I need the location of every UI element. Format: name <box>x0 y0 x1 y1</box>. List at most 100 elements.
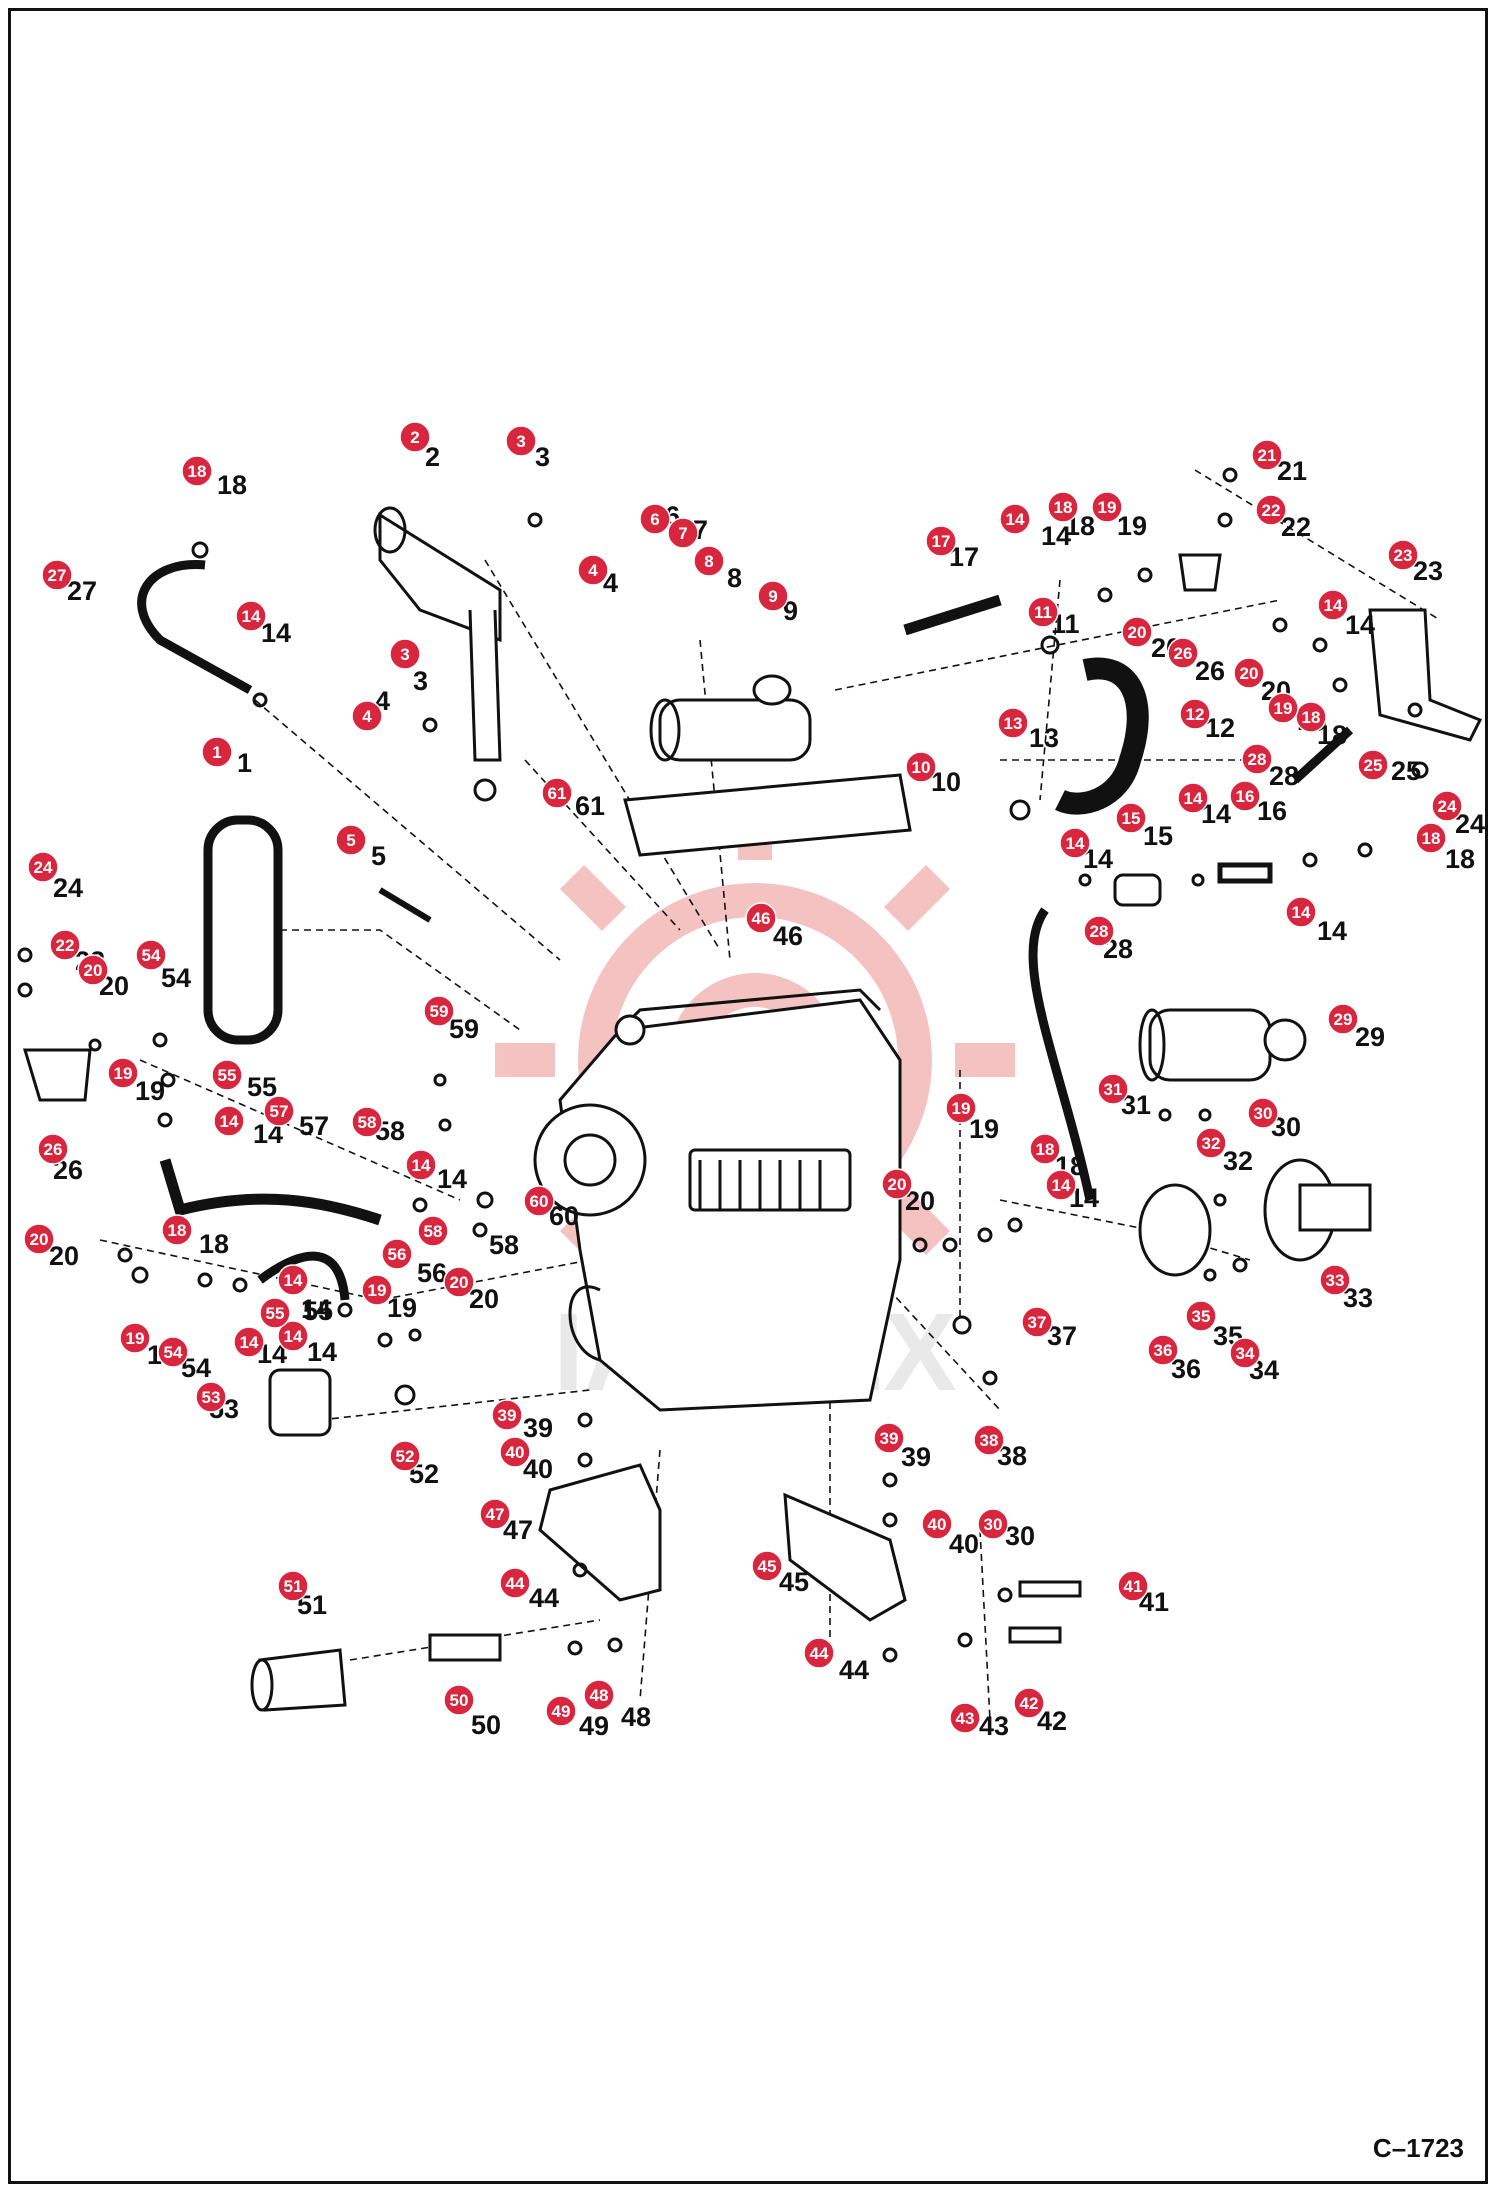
callout-circle[interactable] <box>263 1095 295 1127</box>
callout-circle[interactable] <box>479 1498 511 1530</box>
callout-circle[interactable] <box>1267 692 1299 724</box>
callout-circle[interactable] <box>1251 439 1283 471</box>
callout-circle[interactable] <box>23 1223 55 1255</box>
callout-marker[interactable]: 30 <box>1247 1097 1279 1129</box>
callout-circle[interactable] <box>1247 1097 1279 1129</box>
callout-circle[interactable] <box>577 554 609 586</box>
callout-circle[interactable] <box>1167 637 1199 669</box>
callout-circle[interactable] <box>399 421 431 453</box>
callout-marker[interactable]: 57 <box>263 1095 295 1127</box>
callout-marker[interactable]: 39 <box>873 1422 905 1454</box>
callout-marker[interactable]: 61 <box>541 777 573 809</box>
callout-circle[interactable] <box>37 1133 69 1165</box>
callout-marker[interactable]: 58 <box>417 1215 449 1247</box>
callout-marker[interactable]: 4 <box>577 554 609 586</box>
callout-marker[interactable]: 55 <box>211 1059 243 1091</box>
callout-marker[interactable]: 51 <box>277 1570 309 1602</box>
callout-marker[interactable]: 18 <box>161 1214 193 1246</box>
callout-marker[interactable]: 11 <box>1027 596 1059 628</box>
callout-circle[interactable] <box>1027 596 1059 628</box>
callout-marker[interactable]: 49 <box>545 1695 577 1727</box>
callout-marker[interactable]: 1 <box>201 736 233 768</box>
callout-marker[interactable]: 3 <box>389 638 421 670</box>
callout-marker[interactable]: 46 <box>745 902 777 934</box>
callout-circle[interactable] <box>77 954 109 986</box>
callout-circle[interactable] <box>417 1215 449 1247</box>
callout-marker[interactable]: 14 <box>277 1264 309 1296</box>
callout-marker[interactable]: 35 <box>1185 1300 1217 1332</box>
callout-circle[interactable] <box>1117 1570 1149 1602</box>
callout-marker[interactable]: 45 <box>751 1550 783 1582</box>
callout-circle[interactable] <box>499 1436 531 1468</box>
callout-marker[interactable]: 14 <box>235 600 267 632</box>
callout-circle[interactable] <box>351 1106 383 1138</box>
callout-circle[interactable] <box>181 455 213 487</box>
callout-marker[interactable]: 47 <box>479 1498 511 1530</box>
callout-circle[interactable] <box>277 1264 309 1296</box>
callout-circle[interactable] <box>1097 1073 1129 1105</box>
callout-marker[interactable]: 14 <box>1285 896 1317 928</box>
callout-marker[interactable]: 17 <box>925 525 957 557</box>
callout-circle[interactable] <box>1059 827 1091 859</box>
callout-circle[interactable] <box>881 1168 913 1200</box>
callout-marker[interactable]: 20 <box>881 1168 913 1200</box>
callout-circle[interactable] <box>1255 494 1287 526</box>
callout-marker[interactable]: 22 <box>1255 494 1287 526</box>
callout-circle[interactable] <box>499 1567 531 1599</box>
callout-marker[interactable]: 18 <box>1029 1133 1061 1165</box>
callout-circle[interactable] <box>277 1570 309 1602</box>
callout-circle[interactable] <box>443 1684 475 1716</box>
callout-circle[interactable] <box>351 700 383 732</box>
callout-circle[interactable] <box>211 1059 243 1091</box>
callout-marker[interactable]: 8 <box>693 545 725 577</box>
callout-marker[interactable]: 52 <box>389 1440 421 1472</box>
callout-marker[interactable]: 58 <box>351 1106 383 1138</box>
callout-marker[interactable]: 60 <box>523 1185 555 1217</box>
callout-marker[interactable]: 14 <box>999 503 1031 535</box>
callout-circle[interactable] <box>1147 1334 1179 1366</box>
callout-marker[interactable]: 54 <box>157 1336 189 1368</box>
callout-circle[interactable] <box>389 638 421 670</box>
callout-circle[interactable] <box>119 1322 151 1354</box>
callout-marker[interactable]: 29 <box>1327 1003 1359 1035</box>
callout-circle[interactable] <box>1285 896 1317 928</box>
callout-marker[interactable]: 4 <box>351 700 383 732</box>
callout-marker[interactable]: 48 <box>583 1679 615 1711</box>
callout-marker[interactable]: 14 <box>1317 589 1349 621</box>
callout-circle[interactable] <box>1229 1337 1261 1369</box>
callout-marker[interactable]: 56 <box>381 1238 413 1270</box>
callout-marker[interactable]: 27 <box>41 559 73 591</box>
callout-marker[interactable]: 19 <box>1091 491 1123 523</box>
callout-marker[interactable]: 16 <box>1229 780 1261 812</box>
callout-circle[interactable] <box>693 545 725 577</box>
callout-marker[interactable]: 20 <box>23 1223 55 1255</box>
callout-marker[interactable]: 19 <box>361 1274 393 1306</box>
callout-circle[interactable] <box>233 1326 265 1358</box>
callout-circle[interactable] <box>1195 1127 1227 1159</box>
callout-marker[interactable]: 38 <box>973 1424 1005 1456</box>
callout-circle[interactable] <box>161 1214 193 1246</box>
callout-marker[interactable]: 26 <box>37 1133 69 1165</box>
callout-circle[interactable] <box>1357 749 1389 781</box>
callout-circle[interactable] <box>1387 539 1419 571</box>
callout-marker[interactable]: 19 <box>119 1322 151 1354</box>
callout-marker[interactable]: 19 <box>945 1092 977 1124</box>
callout-circle[interactable] <box>1241 743 1273 775</box>
callout-circle[interactable] <box>335 824 367 856</box>
callout-circle[interactable] <box>1415 822 1447 854</box>
callout-circle[interactable] <box>945 1092 977 1124</box>
callout-circle[interactable] <box>423 995 455 1027</box>
callout-marker[interactable]: 42 <box>1013 1687 1045 1719</box>
callout-marker[interactable]: 26 <box>1167 637 1199 669</box>
callout-marker[interactable]: 30 <box>977 1508 1009 1540</box>
callout-marker[interactable]: 13 <box>997 707 1029 739</box>
callout-circle[interactable] <box>277 1320 309 1352</box>
callout-marker[interactable]: 14 <box>1059 827 1091 859</box>
callout-circle[interactable] <box>541 777 573 809</box>
callout-circle[interactable] <box>905 751 937 783</box>
callout-marker[interactable]: 18 <box>1295 701 1327 733</box>
callout-marker[interactable]: 20 <box>1233 657 1265 689</box>
callout-circle[interactable] <box>1179 698 1211 730</box>
callout-marker[interactable]: 39 <box>491 1399 523 1431</box>
callout-circle[interactable] <box>1229 780 1261 812</box>
